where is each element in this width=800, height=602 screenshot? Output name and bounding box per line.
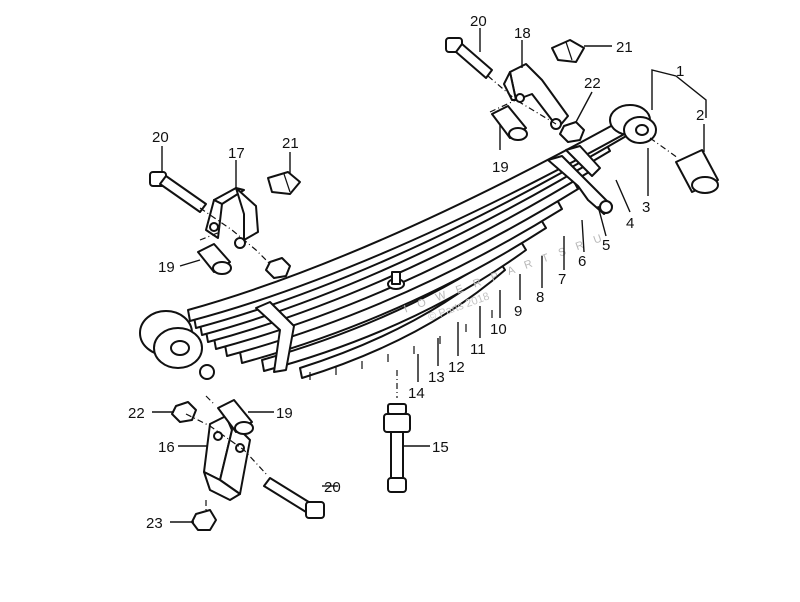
shackle-part-17 — [205, 187, 259, 249]
shackle-part-18 — [503, 63, 569, 130]
shackle-group-left — [149, 171, 301, 279]
callout-8: 8 — [536, 289, 544, 306]
callout-17: 17 — [228, 145, 245, 162]
nut-part-22-left — [265, 257, 291, 279]
bushing-part-2 — [649, 137, 719, 194]
callout-10: 10 — [490, 321, 507, 338]
callout-20-bottom: 20 — [324, 479, 341, 496]
leaf-clip-rear — [547, 145, 613, 215]
callout-7: 7 — [558, 271, 566, 288]
callout-19-left: 19 — [158, 259, 175, 276]
leaf-spring-assembly — [139, 104, 657, 380]
hanger-group-front — [171, 395, 325, 531]
center-bolt-part-15 — [383, 370, 411, 493]
callout-1: 1 — [676, 63, 684, 80]
callout-20-left: 20 — [152, 129, 169, 146]
callout-15: 15 — [432, 439, 449, 456]
hanger-part-16 — [203, 415, 251, 501]
bolt-part-20-bottom — [263, 477, 325, 519]
callout-18: 18 — [514, 25, 531, 42]
callout-11: 11 — [470, 341, 486, 358]
center-bolt-head — [387, 271, 405, 290]
shackle-group-rear — [445, 37, 585, 143]
nut-part-22-bottom — [171, 401, 197, 423]
callout-19-bottom: 19 — [276, 405, 293, 422]
bolt-part-20-top — [445, 37, 493, 79]
callout-3: 3 — [642, 199, 650, 216]
leaf-clip-front — [255, 301, 295, 373]
callout-21-top: 21 — [616, 39, 633, 56]
spring-eye-front — [139, 310, 215, 380]
callout-22-top: 22 — [584, 75, 601, 92]
callout-19-top: 19 — [492, 159, 509, 176]
bolt-part-20-left — [149, 171, 207, 213]
callout-6: 6 — [578, 253, 586, 270]
plug-part-21-top — [551, 39, 585, 63]
nut-part-22-top — [559, 121, 585, 143]
leader-lines — [152, 28, 707, 523]
callout-16: 16 — [158, 439, 175, 456]
callout-20-top: 20 — [470, 13, 487, 30]
bushing-part-19-top — [491, 105, 528, 141]
spring-eye-rear — [609, 104, 657, 144]
callout-14: 14 — [408, 385, 425, 402]
callout-9: 9 — [514, 303, 522, 320]
callout-4: 4 — [626, 215, 634, 232]
bushing-part-19-left — [197, 243, 232, 275]
plug-part-21-left — [267, 171, 301, 195]
leaf-tip-steps — [309, 310, 493, 380]
callout-2: 2 — [696, 107, 704, 124]
callout-21-left: 21 — [282, 135, 299, 152]
callout-13: 13 — [428, 369, 445, 386]
callout-labels: 1 2 3 4 5 6 7 8 9 10 11 12 13 14 15 16 1… — [128, 13, 704, 532]
bushing-part-19-bottom — [217, 399, 254, 435]
callout-5: 5 — [602, 237, 610, 254]
callout-22-bottom: 22 — [128, 405, 145, 422]
callout-23: 23 — [146, 515, 163, 532]
nut-part-23 — [191, 509, 217, 531]
callout-12: 12 — [448, 359, 465, 376]
